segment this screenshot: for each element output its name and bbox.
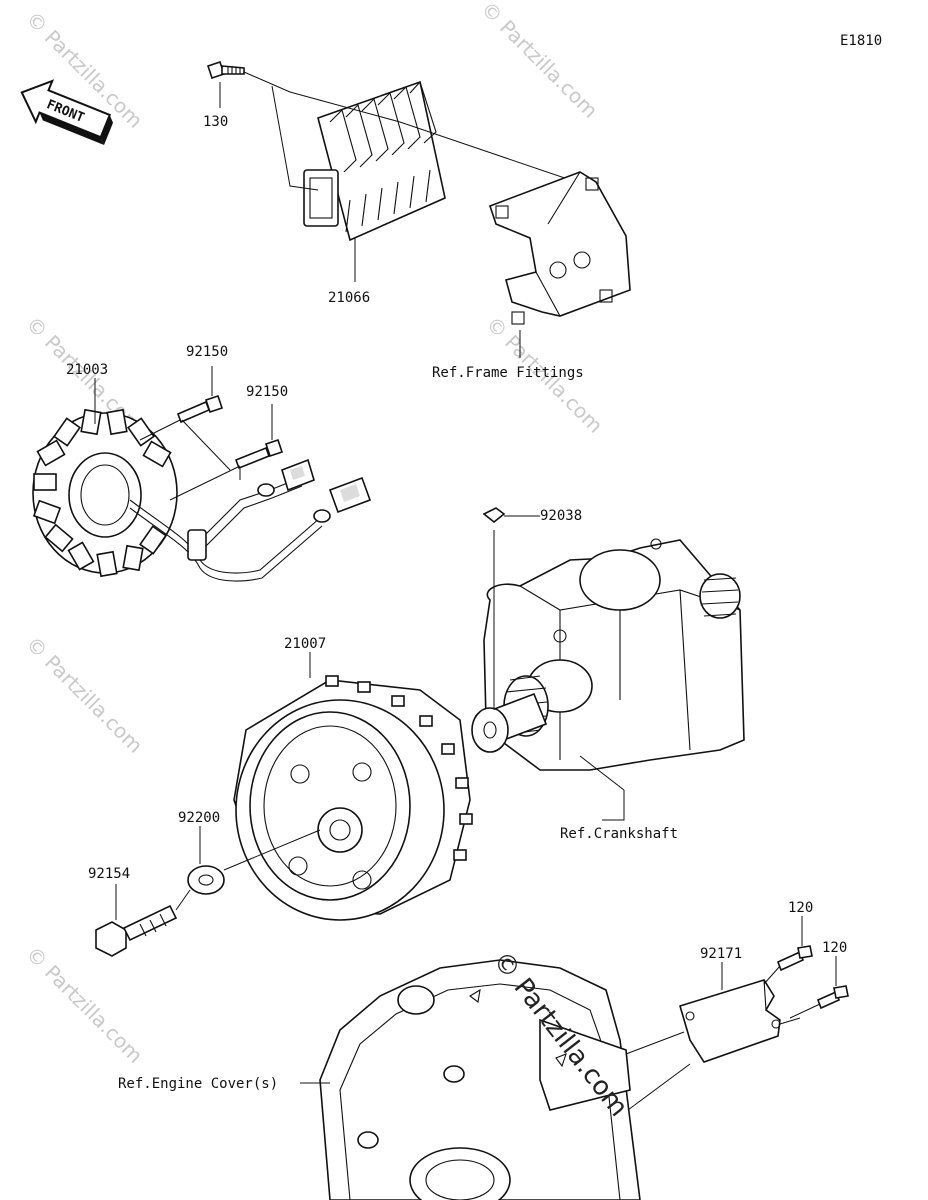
frame-fittings-bracket	[488, 171, 631, 325]
callout-92154: 92154	[88, 866, 130, 882]
callout-92200: 92200	[178, 810, 220, 826]
washer-92200	[187, 865, 225, 895]
callout-120-b: 120	[822, 940, 847, 956]
connector-b	[328, 476, 372, 514]
callout-92150-a: 92150	[186, 344, 228, 360]
watermark: © Partzilla.com	[21, 942, 147, 1068]
engine-cover	[319, 959, 641, 1200]
screw-120-a	[776, 945, 813, 972]
callout-crankshaft: Ref.Crankshaft	[560, 826, 678, 842]
callout-21066: 21066	[328, 290, 370, 306]
regulator-rectifier	[303, 80, 446, 242]
callout-21007: 21007	[284, 636, 326, 652]
stator-coil	[32, 408, 178, 578]
callout-engine-cover: Ref.Engine Cover(s)	[118, 1076, 278, 1092]
connector-a	[281, 458, 315, 492]
callout-120-a: 120	[788, 900, 813, 916]
callout-21003: 21003	[66, 362, 108, 378]
front-arrow-icon: FRONT	[20, 79, 114, 146]
flywheel-rotor	[233, 675, 473, 921]
callout-92150-b: 92150	[246, 384, 288, 400]
callout-92171: 92171	[700, 946, 742, 962]
diagram-id: E1810	[840, 33, 882, 49]
callout-130: 130	[203, 114, 228, 130]
crankshaft	[471, 538, 745, 771]
callout-92038: 92038	[540, 508, 582, 524]
cover-plate-92171	[679, 979, 781, 1063]
bolt-130	[206, 60, 245, 80]
callout-frame-fittings: Ref.Frame Fittings	[432, 365, 584, 381]
screw-120-b	[816, 985, 849, 1010]
bolt-92154	[95, 904, 178, 957]
woodruff-key-92038	[482, 507, 506, 524]
bolt-92150-a	[176, 394, 224, 424]
watermark: © Partzilla.com	[21, 632, 147, 758]
bolt-92150-b	[234, 438, 284, 470]
watermark: © Partzilla.com	[476, 0, 602, 123]
